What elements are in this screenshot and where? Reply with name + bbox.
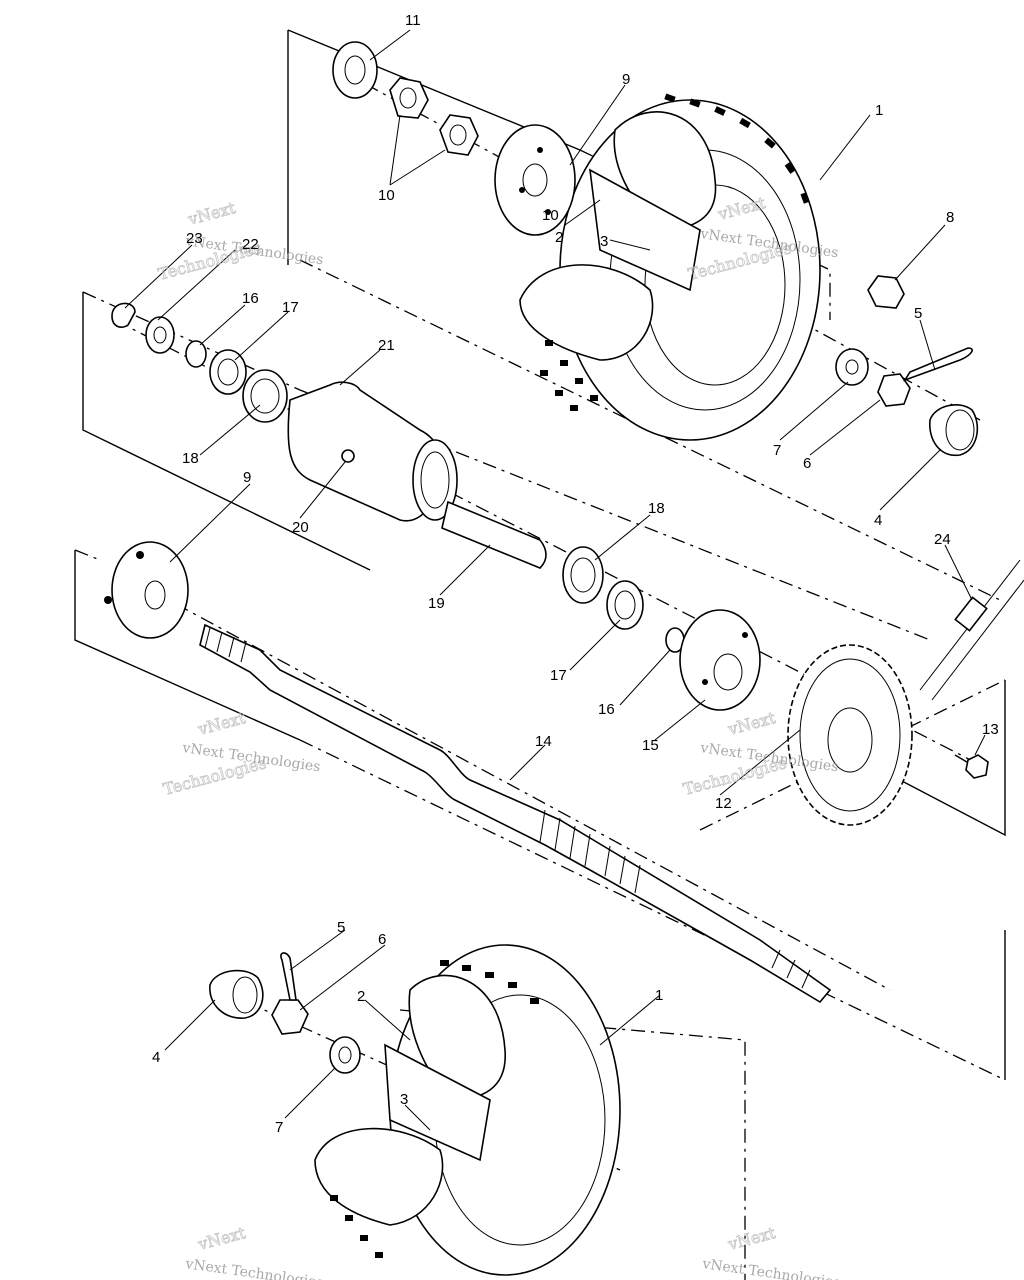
- part-label-21: 21: [378, 337, 395, 354]
- watermark-top-left-a: vNext: [185, 198, 238, 229]
- chain: [919, 559, 1024, 701]
- part-label-18-top: 18: [182, 450, 199, 467]
- part-label-15: 15: [642, 737, 659, 754]
- top-wheel-tire: [519, 93, 821, 441]
- bottom-axle-end-hardware: [209, 952, 361, 1074]
- sprocket-hub: [679, 609, 761, 711]
- part-label-17-mid: 17: [550, 667, 567, 684]
- part-label-19: 19: [428, 595, 445, 612]
- part-label-6-bot: 6: [378, 931, 386, 948]
- part-label-18-mid: 18: [648, 500, 665, 517]
- part-label-4-top: 4: [874, 512, 882, 529]
- top-washer-nuts: [332, 41, 479, 156]
- bolt-13: [954, 754, 989, 779]
- leader-lines: [124, 29, 986, 1131]
- watermark-bottom-right-c: vNext Technologies: [700, 1256, 841, 1280]
- top-axle-end-hardware: [835, 347, 979, 456]
- bottom-wheel-tire: [314, 944, 621, 1276]
- part-label-11: 11: [405, 12, 421, 29]
- part-label-24: 24: [934, 531, 951, 548]
- part-label-1-bot: 1: [655, 987, 663, 1004]
- part-label-9-mid: 9: [243, 469, 251, 486]
- part-label-9-top: 9: [622, 71, 630, 88]
- part-label-7-top: 7: [773, 442, 781, 459]
- part-label-12: 12: [715, 795, 732, 812]
- watermark-mid-left-a: vNext: [195, 708, 248, 739]
- top-hub-plate: [494, 124, 576, 236]
- part-label-1-top: 1: [875, 102, 883, 119]
- part-label-3-bot: 3: [400, 1091, 408, 1108]
- part-label-7-bot: 7: [275, 1119, 283, 1136]
- part-label-8: 8: [946, 209, 954, 226]
- part-labels: 11 9 1 10 10 2 3 8 5 7 6 4 23 22 16 17 2…: [152, 12, 999, 1136]
- watermark-bottom-right-a: vNext: [725, 1223, 778, 1254]
- part-label-22: 22: [242, 236, 259, 253]
- sprocket: [787, 644, 913, 826]
- part-label-6-top: 6: [803, 455, 811, 472]
- part-label-13: 13: [982, 721, 999, 738]
- watermark-mid-right-a: vNext: [725, 708, 778, 739]
- part-label-4-bot: 4: [152, 1049, 160, 1066]
- part-label-23: 23: [186, 230, 203, 247]
- axle-shaft: [199, 623, 832, 1004]
- part-label-20: 20: [292, 519, 309, 536]
- part-label-16-top: 16: [242, 290, 259, 307]
- part-label-10-a: 10: [378, 187, 395, 204]
- part-label-5-top: 5: [914, 305, 922, 322]
- hub-housing-assembly: [111, 302, 685, 653]
- part-label-10-b: 10: [542, 207, 559, 224]
- part-label-3-top: 3: [600, 233, 608, 250]
- part-label-17-top: 17: [282, 299, 299, 316]
- part-label-2-top: 2: [555, 229, 563, 246]
- part-label-14: 14: [535, 733, 552, 750]
- nut-8: [867, 275, 905, 309]
- part-label-16-mid: 16: [598, 701, 615, 718]
- watermark-bottom-left-c: vNext Technologies: [183, 1256, 324, 1280]
- part-label-5-bot: 5: [337, 919, 345, 936]
- watermark-bottom-left-a: vNext: [195, 1223, 248, 1254]
- left-hub-plate: [104, 541, 189, 639]
- part-label-2-bot: 2: [357, 988, 365, 1005]
